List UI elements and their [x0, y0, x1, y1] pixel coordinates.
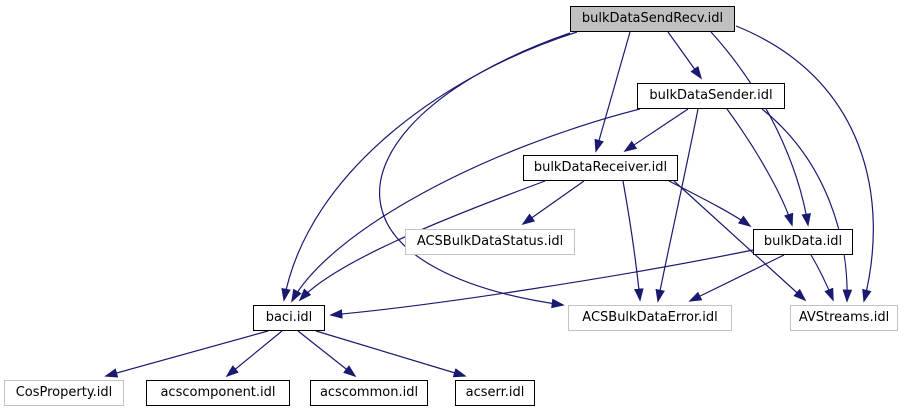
node-acscommon[interactable]: acscommon.idl [310, 380, 428, 406]
edge-bulkDataSendRecv-bulkDataSender [667, 31, 703, 80]
edge-bulkDataReceiver-ACSBulkDataError [622, 180, 644, 302]
edge-bulkDataSender-AVStreams [761, 108, 853, 303]
node-bulkDataSendRecv: bulkDataSendRecv.idl [570, 6, 735, 32]
node-acscomponent[interactable]: acscomponent.idl [146, 380, 290, 406]
edge-bulkDataReceiver-AVStreams [673, 180, 807, 302]
node-ACSBulkDataStatus: ACSBulkDataStatus.idl [405, 229, 575, 255]
edge-bulkDataSender-bulkDataReceiver [623, 108, 689, 152]
node-acserr[interactable]: acserr.idl [455, 380, 535, 406]
edge-bulkDataSender-baci [291, 108, 641, 303]
edge-bulkDataSendRecv-baci [281, 31, 578, 302]
node-CosProperty: CosProperty.idl [4, 380, 124, 406]
edge-bulkDataReceiver-ACSBulkDataStatus [521, 180, 585, 226]
edge-baci-acscomponent [225, 330, 283, 378]
node-AVStreams: AVStreams.idl [790, 305, 898, 331]
edge-bulkData-baci [329, 249, 754, 319]
edge-baci-acserr [315, 330, 467, 378]
edge-bulkData-AVStreams [810, 254, 834, 302]
edge-bulkDataSendRecv-bulkDataReceiver [594, 31, 631, 153]
node-bulkDataSender[interactable]: bulkDataSender.idl [637, 83, 785, 109]
edge-bulkDataSendRecv-ACSBulkDataError [378, 32, 571, 309]
edge-bulkData-ACSBulkDataError [688, 254, 785, 302]
edge-bulkDataSender-bulkData [726, 108, 794, 227]
edge-bulkDataSendRecv-AVStreams [735, 25, 874, 303]
node-ACSBulkDataError: ACSBulkDataError.idl [568, 305, 732, 331]
edge-baci-acscommon [297, 330, 357, 378]
node-bulkDataReceiver[interactable]: bulkDataReceiver.idl [523, 155, 678, 181]
node-baci[interactable]: baci.idl [253, 305, 325, 331]
edge-bulkDataSender-ACSBulkDataError [655, 108, 699, 303]
edge-bulkDataSendRecv-bulkData [710, 31, 811, 227]
edge-bulkDataReceiver-baci [298, 180, 546, 302]
node-bulkData[interactable]: bulkData.idl [753, 229, 853, 255]
edge-baci-CosProperty [104, 330, 269, 378]
